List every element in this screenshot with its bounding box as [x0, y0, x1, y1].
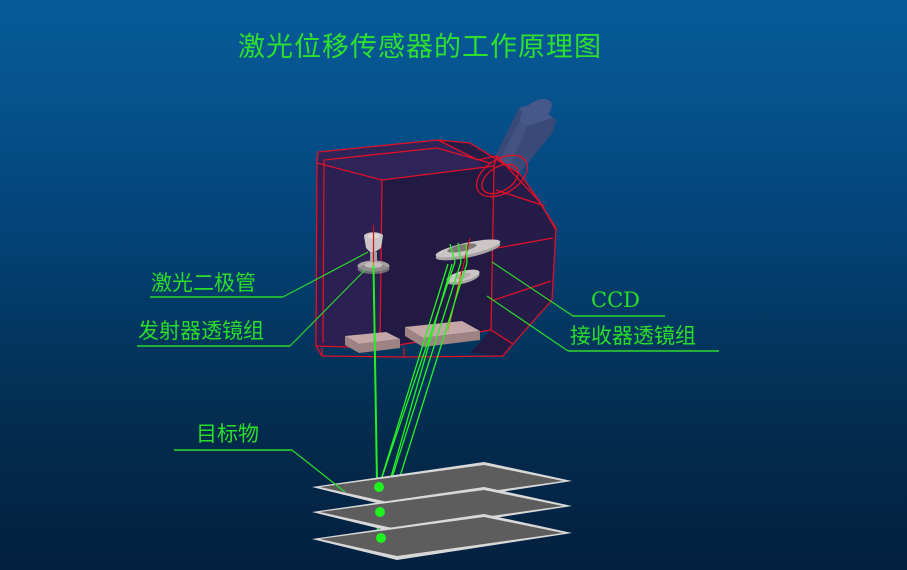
- callout-laser-diode-label: 激光二极管: [151, 271, 256, 295]
- target-plate-top: [312, 462, 572, 508]
- callout-target-label: 目标物: [196, 422, 259, 446]
- callout-receiver-lens-leader: [486, 295, 569, 352]
- page-title: 激光位移传感器的工作原理图: [238, 32, 602, 63]
- callout-emitter-lens-leader: [289, 269, 366, 347]
- callout-ccd-leader: [491, 261, 574, 317]
- callout-receiver-lens[interactable]: 接收器透镜组: [486, 295, 719, 352]
- callout-laser-diode-leader: [282, 251, 369, 298]
- callout-ccd-label: CCD: [591, 288, 640, 312]
- callout-target-leader: [291, 449, 346, 493]
- laser-spot-middle: [375, 507, 385, 517]
- laser-spot-bottom: [376, 533, 386, 543]
- callout-emitter-lens[interactable]: 发射器透镜组: [137, 269, 366, 347]
- laser-spot-top: [374, 482, 384, 492]
- target-plate-bottom: [312, 514, 572, 560]
- target-plates: [312, 462, 572, 560]
- callout-emitter-lens-label: 发射器透镜组: [138, 319, 264, 343]
- callout-ccd[interactable]: CCD: [491, 261, 665, 317]
- callout-receiver-lens-label: 接收器透镜组: [570, 324, 696, 348]
- callout-target[interactable]: 目标物: [174, 422, 346, 493]
- target-plate-middle: [312, 487, 572, 533]
- callout-laser-diode[interactable]: 激光二极管: [150, 251, 369, 298]
- internal-base-boards: [345, 321, 480, 353]
- sensor-housing: [316, 140, 556, 356]
